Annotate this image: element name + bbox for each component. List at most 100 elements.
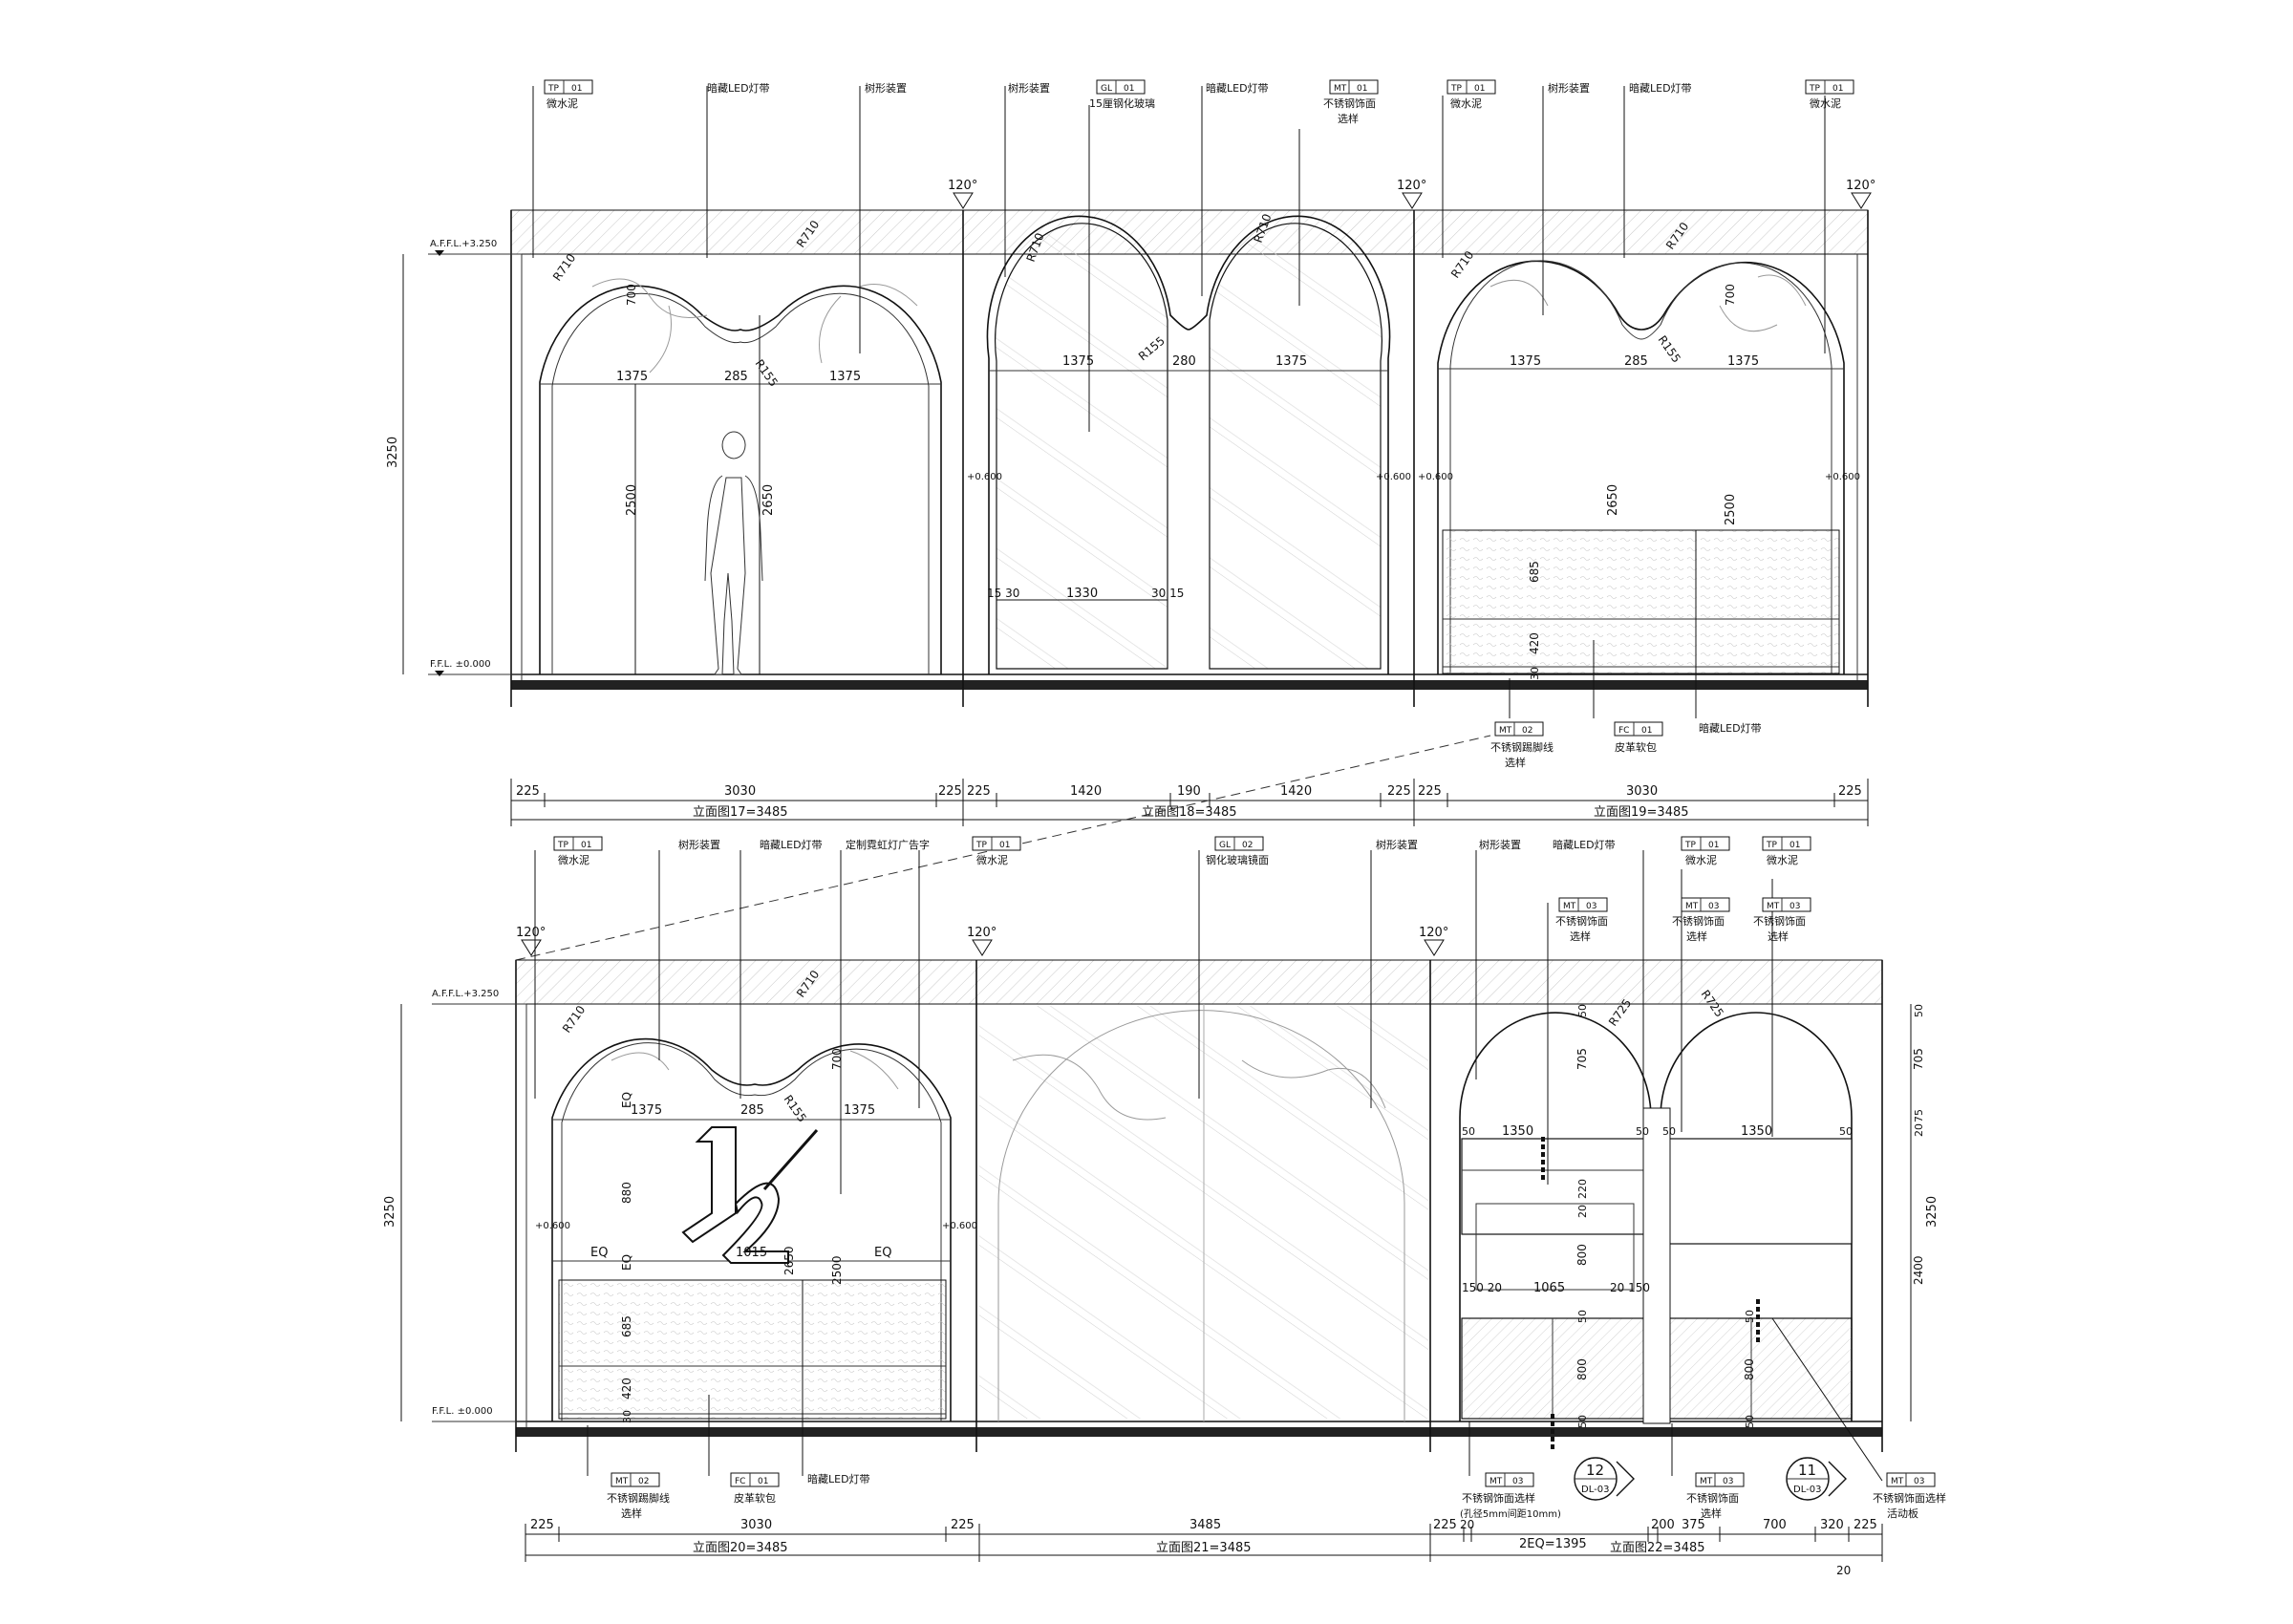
angle-mark-4: 120°: [516, 926, 546, 940]
tag-e2-10: TP 01 微水泥: [1681, 836, 1730, 866]
svg-text:GL: GL: [1219, 841, 1231, 850]
level-floor-2: F.F.L. ±0.000: [432, 1406, 493, 1417]
vdim-2650-a: 2650: [761, 484, 776, 516]
tag-e1-3: 树形装置: [865, 81, 907, 95]
vdim-e2-800-b: 800: [1575, 1358, 1589, 1380]
vdim-685: 685: [1528, 561, 1541, 583]
dim-e1-8: 225: [1387, 784, 1411, 799]
svg-text:01: 01: [571, 84, 582, 94]
vdim-e2-700: 700: [830, 1048, 844, 1070]
svg-text:不锈钢饰面选样: 不锈钢饰面选样: [1462, 1491, 1535, 1505]
dim-e2-8: 375: [1682, 1518, 1705, 1532]
inner-dim-9: 1375: [1727, 354, 1759, 369]
sill-level-5: +0.600: [535, 1221, 570, 1231]
svg-text:MT: MT: [1685, 902, 1699, 911]
tag-e1-9: 树形装置: [1548, 81, 1590, 95]
svg-text:MT: MT: [1499, 726, 1512, 736]
svg-text:FC: FC: [735, 1477, 745, 1486]
tag-e2-7: 树形装置: [1376, 838, 1418, 851]
svg-text:TP: TP: [1809, 84, 1820, 94]
svg-text:MT: MT: [615, 1477, 629, 1486]
inner-dim-4: 1375: [1062, 354, 1094, 369]
svg-text:选样: 选样: [1338, 112, 1359, 125]
tag-e1-10: 暗藏LED灯带: [1629, 81, 1692, 95]
svg-text:MT: MT: [1767, 902, 1780, 911]
total-e1-1: 立面图17=3485: [693, 805, 788, 820]
svg-text:TP: TP: [1684, 841, 1696, 850]
vdim-e2-220: 220: [1576, 1179, 1589, 1199]
svg-text:MT: MT: [1563, 902, 1576, 911]
inner-dim-e2-12: 50: [1662, 1125, 1676, 1138]
inner-dim-e2-13: 50: [1839, 1125, 1853, 1138]
vdim-e2-800-a: 800: [1575, 1244, 1589, 1266]
dim-e2-1: 225: [530, 1518, 554, 1532]
inner-dim-e2-7: EQ: [620, 1092, 633, 1108]
inner-dim-e2-4: 1015: [736, 1246, 767, 1260]
svg-text:选样: 选样: [1768, 930, 1789, 943]
radius-e2-1: R710: [560, 1003, 588, 1036]
svg-text:GL: GL: [1101, 84, 1112, 94]
sill-level-3: +0.600: [1418, 472, 1453, 482]
dim-e2-11: 225: [1854, 1518, 1877, 1532]
vdim-2650-b: 2650: [1606, 484, 1620, 516]
vdim-e2-50-c: 50: [1576, 1310, 1589, 1323]
svg-text:选样: 选样: [1570, 930, 1591, 943]
svg-text:不锈钢饰面: 不锈钢饰面: [1753, 914, 1806, 928]
svg-text:选样: 选样: [621, 1506, 642, 1520]
dim-height-3250-b: 3250: [383, 1196, 397, 1228]
svg-text:微水泥: 微水泥: [1685, 853, 1717, 866]
svg-text:不锈钢踢脚线: 不锈钢踢脚线: [607, 1491, 670, 1505]
dim-e1-9: 225: [1418, 784, 1442, 799]
svg-text:(孔径5mm间距10mm): (孔径5mm间距10mm): [1460, 1507, 1561, 1520]
dim-height-3250-a: 3250: [386, 437, 400, 468]
vdim-e2-880: 880: [620, 1182, 633, 1204]
dim-height-3250-c: 3250: [1925, 1196, 1939, 1228]
angle-mark-3: 120°: [1846, 179, 1875, 193]
svg-text:03: 03: [1512, 1477, 1523, 1486]
svg-text:02: 02: [638, 1477, 649, 1486]
svg-text:皮革软包: 皮革软包: [1615, 740, 1657, 754]
vdim-e2-50-f: 50: [1744, 1415, 1756, 1428]
dim-e1-4: 225: [967, 784, 991, 799]
vdim-700-b: 700: [1724, 284, 1737, 306]
svg-text:TP: TP: [547, 84, 559, 94]
total-e2-3: 立面图22=3485: [1610, 1541, 1705, 1555]
svg-text:01: 01: [1474, 84, 1485, 94]
inner-dim-e2-15: 1065: [1533, 1281, 1565, 1295]
radius-9: R155: [1656, 333, 1683, 366]
inner-dim-e2-2: 285: [740, 1103, 764, 1118]
tag-e2-3: 暗藏LED灯带: [760, 838, 823, 851]
panel-17: [539, 278, 942, 675]
svg-text:TP: TP: [557, 841, 568, 850]
dim-e1-1: 225: [516, 784, 540, 799]
total-e1-3: 立面图19=3485: [1594, 805, 1689, 820]
dim-e2-7: 200: [1651, 1518, 1675, 1532]
svg-text:01: 01: [1789, 841, 1800, 850]
vdim-e2-20: 20: [1913, 1123, 1925, 1137]
angle-mark-5: 120°: [967, 926, 996, 940]
svg-text:03: 03: [1708, 902, 1719, 911]
svg-text:01: 01: [1708, 841, 1719, 850]
svg-text:DL-03: DL-03: [1581, 1485, 1609, 1495]
inner-dim-11: 15 30: [987, 587, 1019, 600]
vdim-2500-a: 2500: [625, 484, 639, 516]
vdim-e2-75: 75: [1913, 1109, 1925, 1122]
svg-text:02: 02: [1522, 726, 1532, 736]
svg-text:03: 03: [1914, 1477, 1924, 1486]
vdim-e2-30: 30: [621, 1410, 633, 1423]
svg-text:微水泥: 微水泥: [1450, 96, 1482, 110]
inner-dim-7: 1375: [1510, 354, 1541, 369]
svg-text:钢化玻璃镜面: 钢化玻璃镜面: [1206, 853, 1269, 866]
floor-slab: [511, 680, 1868, 690]
dim-e1-3: 225: [938, 784, 962, 799]
vdim-e2-50-a: 50: [1576, 1004, 1589, 1017]
svg-text:01: 01: [758, 1477, 768, 1486]
